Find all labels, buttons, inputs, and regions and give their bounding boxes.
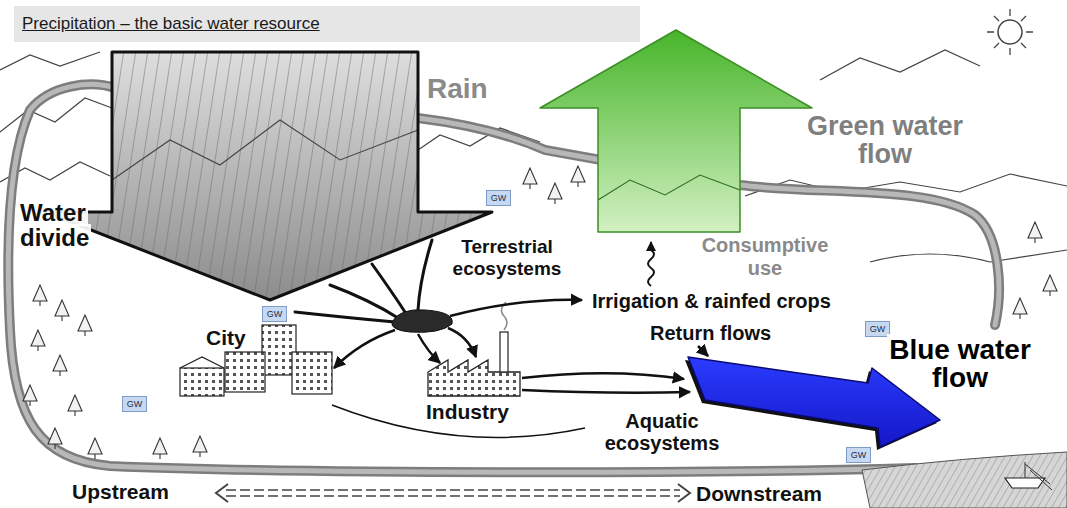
upstream-downstream-arrow bbox=[226, 490, 680, 496]
blue-water-arrow-body bbox=[688, 357, 940, 447]
shape-group bbox=[0, 50, 604, 310]
inner-mountains bbox=[598, 175, 740, 200]
water-divide-label-block: Water divide bbox=[18, 200, 138, 250]
blue-water-label: Blue water flow bbox=[887, 334, 1033, 393]
consumptive-use-label-block: Consumptive use bbox=[690, 234, 840, 280]
consumptive-use-label: Consumptive use bbox=[700, 234, 831, 279]
reservoir bbox=[392, 310, 452, 333]
rain-arrow-outline bbox=[45, 52, 492, 300]
city-building bbox=[262, 325, 296, 375]
rain-label: Rain bbox=[425, 73, 490, 104]
groundwater-box: GW bbox=[486, 190, 511, 206]
discharge-arrow bbox=[522, 390, 690, 393]
supply-arrow bbox=[334, 330, 395, 368]
blue-water-label-block: Blue water flow bbox=[875, 336, 1045, 392]
return-flows-label: Return flows bbox=[648, 322, 773, 344]
rain-arrow-body bbox=[45, 52, 492, 300]
groundwater-box: GW bbox=[262, 306, 287, 322]
supply-arrow bbox=[418, 334, 440, 363]
double-arrow-heads bbox=[216, 484, 690, 502]
inner-mountains bbox=[112, 120, 418, 180]
green-water-arrow: Green water flow bbox=[534, 24, 986, 238]
groundwater-label: GW bbox=[127, 400, 143, 409]
fishing-boat bbox=[1005, 478, 1045, 488]
ecosystem-label-block: Aquatic ecosystems bbox=[582, 410, 742, 454]
groundwater-box: GW bbox=[846, 447, 871, 463]
downstream-label-block: Downstream bbox=[694, 482, 884, 505]
upstream-label: Upstream bbox=[70, 480, 171, 503]
groundwater-label: GW bbox=[851, 451, 867, 460]
blue-water-arrow-outline bbox=[688, 357, 940, 447]
green-water-label-block: Green water flow bbox=[790, 112, 980, 169]
rain-label-block: Rain bbox=[425, 74, 525, 105]
supply-arrow bbox=[448, 328, 476, 357]
sea bbox=[862, 452, 1067, 508]
house-roof bbox=[180, 357, 224, 368]
industry-label-block: Industry bbox=[424, 400, 534, 423]
city-label: City bbox=[204, 326, 248, 349]
supply-arrow bbox=[450, 300, 582, 316]
return-flow-arrow bbox=[698, 346, 708, 356]
crops-label-block: Irrigation & rainfed crops bbox=[590, 290, 920, 313]
chimney bbox=[500, 332, 508, 372]
title-bar: Precipitation – the basic water resource bbox=[14, 6, 640, 42]
return-flows-label-block: Return flows bbox=[648, 322, 828, 345]
rain-streaks bbox=[0, 50, 604, 310]
groundwater-label: GW bbox=[267, 310, 283, 319]
green-water-label: Green water flow bbox=[805, 111, 965, 169]
boat-net bbox=[1025, 462, 1052, 490]
water-divide-label: Water divide bbox=[18, 199, 91, 251]
city-label-block: City bbox=[204, 326, 274, 350]
city-building bbox=[292, 352, 332, 394]
ecosystem-label: Aquatic ecosystems bbox=[603, 410, 722, 454]
city-house bbox=[180, 368, 224, 396]
blue-water-arrow: Blue water flow bbox=[680, 330, 1050, 452]
groundwater-label: GW bbox=[491, 194, 507, 203]
shape-group bbox=[540, 30, 812, 232]
industry-label: Industry bbox=[424, 400, 511, 423]
sun bbox=[998, 20, 1022, 44]
shape-group bbox=[685, 357, 940, 450]
downstream-label: Downstream bbox=[694, 482, 824, 505]
groundwater-label: GW bbox=[870, 325, 886, 334]
ecosystem-label-block: Terrestrial ecosystems bbox=[412, 236, 602, 280]
green-water-arrow-outline bbox=[540, 30, 812, 232]
city-building bbox=[225, 352, 265, 392]
discharge-arrow bbox=[522, 373, 684, 379]
sun-rays bbox=[987, 9, 1033, 55]
title-text: Precipitation – the basic water resource bbox=[14, 6, 320, 42]
ecosystem-label: Terrestrial ecosystems bbox=[451, 236, 564, 279]
upstream-label-block: Upstream bbox=[70, 480, 220, 503]
green-water-arrow-body bbox=[540, 30, 812, 232]
evaporation-arrow bbox=[648, 242, 654, 286]
crops-label: Irrigation & rainfed crops bbox=[590, 290, 833, 312]
groundwater-box: GW bbox=[122, 396, 147, 412]
